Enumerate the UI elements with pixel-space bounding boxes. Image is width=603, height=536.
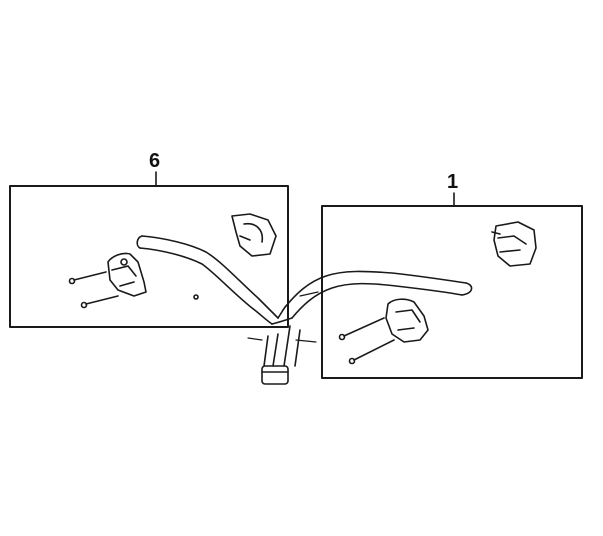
screw-left-bottom: [80, 295, 119, 309]
handlebar-left: [136, 235, 279, 325]
stem-riser: [261, 325, 301, 385]
callout-box-6: [9, 185, 289, 328]
handlebar-center: [271, 305, 293, 325]
left-switch-clamp: [107, 252, 147, 297]
screw-right-top: [338, 317, 385, 341]
handlebar-right: [285, 270, 473, 319]
left-clamp-cap: [231, 213, 277, 257]
screw-right-bottom: [348, 339, 395, 365]
callout-box-1: [321, 205, 583, 379]
callout-label-1: 1: [447, 171, 459, 193]
cable-lines: [247, 291, 319, 343]
callout-label-6: 6: [149, 150, 161, 172]
small-washer: [193, 294, 199, 300]
right-clamp-cap: [491, 221, 537, 267]
screw-left-top: [68, 271, 107, 285]
right-switch-clamp: [385, 298, 429, 343]
